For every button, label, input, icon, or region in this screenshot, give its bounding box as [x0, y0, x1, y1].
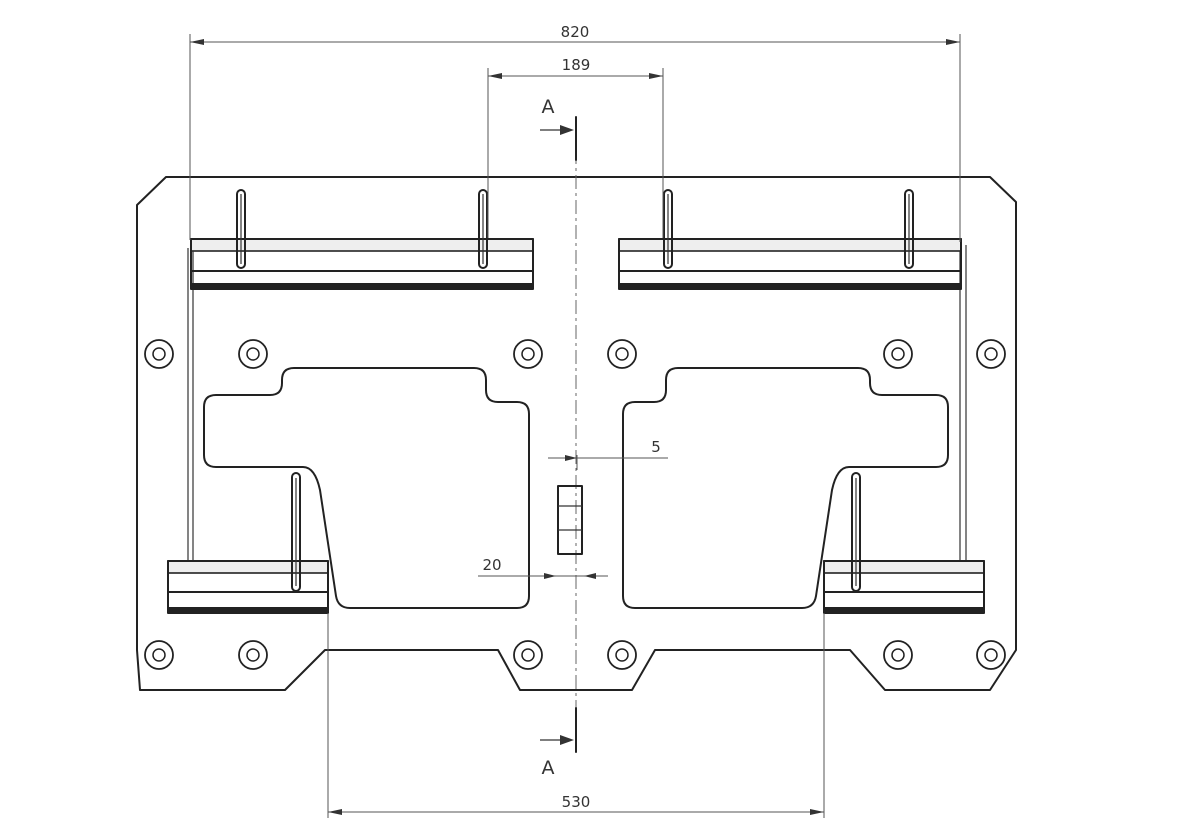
bolt-hole [144, 640, 174, 670]
top-right-rail [618, 238, 962, 290]
top-pins [236, 189, 914, 269]
section-marker-top: A [540, 96, 577, 161]
bolt-hole [513, 640, 543, 670]
dimension-slot-width: 20 [478, 556, 608, 579]
section-label-bottom: A [542, 757, 555, 779]
dimension-slot-width-label: 20 [482, 556, 501, 574]
dimension-small-gap-label: 5 [651, 438, 661, 456]
bottom-pins [291, 472, 861, 592]
bottom-right-rail [823, 560, 985, 614]
bottom-left-rail [167, 560, 329, 614]
dimension-bottom-span: 530 [327, 613, 825, 818]
bolt-hole [976, 640, 1006, 670]
bolt-hole [607, 640, 637, 670]
top-left-rail [190, 238, 534, 290]
center-slot [557, 485, 583, 555]
section-label-top: A [542, 96, 555, 118]
bolt-hole [976, 339, 1006, 369]
bolt-hole [238, 339, 268, 369]
bolt-hole [883, 339, 913, 369]
right-cutout [622, 367, 949, 609]
bolt-hole [883, 640, 913, 670]
left-cutout [203, 367, 530, 609]
bolt-holes [144, 339, 1006, 670]
plate-outline [136, 176, 1017, 691]
bolt-hole [513, 339, 543, 369]
dimension-bottom-span-label: 530 [562, 793, 591, 811]
dimension-overall: 820 [189, 23, 961, 242]
bolt-hole [607, 339, 637, 369]
bolt-hole [144, 339, 174, 369]
dimension-center-gap: 189 [487, 56, 664, 238]
dimension-center-gap-label: 189 [562, 56, 591, 74]
dimension-overall-label: 820 [561, 23, 590, 41]
bolt-hole [238, 640, 268, 670]
section-marker-bottom: A [540, 707, 577, 779]
dimension-small-gap: 5 [548, 438, 668, 470]
